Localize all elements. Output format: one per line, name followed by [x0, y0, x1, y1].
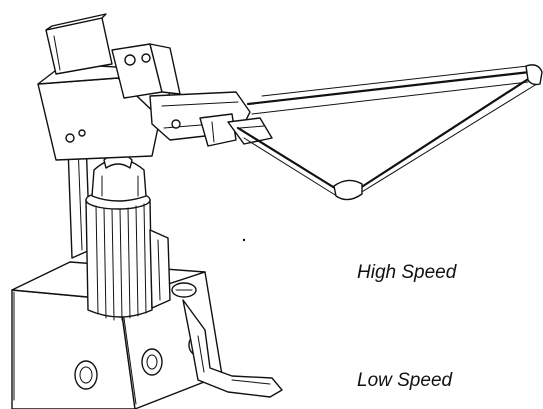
spring-clip: [182, 299, 283, 398]
top-tab: [45, 13, 113, 75]
top-screw: [171, 282, 197, 298]
port-front-left: [74, 360, 98, 390]
linkage-bar: [149, 91, 251, 147]
pedestal: [149, 229, 171, 309]
mount-block: [111, 43, 181, 99]
cylinder-cap: [91, 152, 147, 202]
lever-arm: [236, 64, 543, 201]
center-dot: [242, 238, 246, 242]
port-front-right: [141, 348, 163, 376]
low-speed-label: Low Speed: [357, 370, 453, 391]
high-speed-label: High Speed: [357, 262, 457, 283]
pivot-block: [227, 117, 273, 145]
cylinder: [85, 190, 153, 321]
